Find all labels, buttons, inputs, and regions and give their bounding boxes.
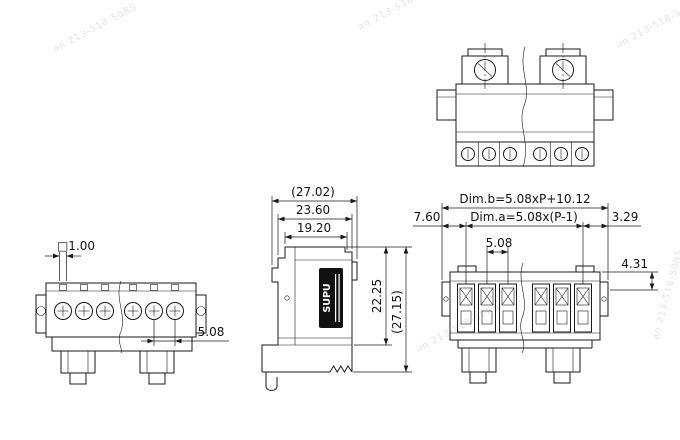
dim-label-left-offset: 7.60 [414, 210, 441, 224]
mount-foot [60, 350, 96, 374]
terminal-screw [96, 302, 114, 320]
left-flange [441, 281, 451, 317]
top-view [436, 43, 614, 168]
dim-label-plug-pitch: 5.08 [486, 236, 513, 250]
dim-label-b: Dim.b=5.08xP+10.12 [459, 192, 590, 206]
watermark-text: an 213-518-50RS [357, 0, 444, 33]
terminal-screw [124, 302, 142, 320]
watermark-text: an 213-518-50RS [52, 2, 139, 55]
plug-view-body [449, 271, 601, 341]
right-flange [599, 281, 609, 317]
brand-sticker [319, 268, 343, 328]
watermark-text: an 213-518-50RS [651, 248, 680, 341]
dim-label-top-offset: 4.31 [621, 257, 648, 271]
break-line [521, 46, 527, 168]
front-view: □1.00 5.08 [35, 239, 229, 385]
dim-label-overall-width: (27.02) [291, 185, 335, 199]
terminal-screw [54, 302, 72, 320]
mount-foot [461, 347, 497, 373]
plug-view: Dim.b=5.08xP+10.12 Dim.a=5.08x(P-1) 7.60… [413, 192, 658, 384]
dim-label-right-offset: 3.29 [612, 210, 639, 224]
terminal-screw [166, 302, 184, 320]
terminal-screw [145, 302, 163, 320]
side-view: SUPU 19.20 23.60 (27.02) 22.25 (27.15) [261, 185, 412, 391]
dim-label-a: Dim.a=5.08x(P-1) [470, 210, 578, 224]
break-line [520, 262, 525, 354]
dim-label-square: □1.00 [57, 239, 95, 253]
terminal-screw [75, 302, 93, 320]
mount-foot [545, 347, 581, 373]
din-rail-hook [265, 372, 278, 391]
left-flange [436, 89, 457, 121]
top-view-body [455, 83, 595, 143]
side-view-body [285, 246, 353, 372]
dim-label-height: 22.25 [370, 279, 384, 313]
dim-label-inner-width: 19.20 [297, 221, 331, 235]
brand-label: SUPU [322, 283, 333, 312]
watermark-text: an 213-518-50RS [615, 0, 680, 51]
right-flange [593, 89, 614, 121]
dim-label-overall-height: (27.15) [390, 290, 404, 334]
mount-foot [139, 350, 175, 374]
break-line [118, 280, 123, 354]
watermarks: an 213-518-50RS an 213-518-50RS an 213-5… [52, 0, 680, 355]
dim-label-pitch: 5.08 [198, 325, 225, 339]
dim-label-mid-width: 23.60 [296, 203, 330, 217]
